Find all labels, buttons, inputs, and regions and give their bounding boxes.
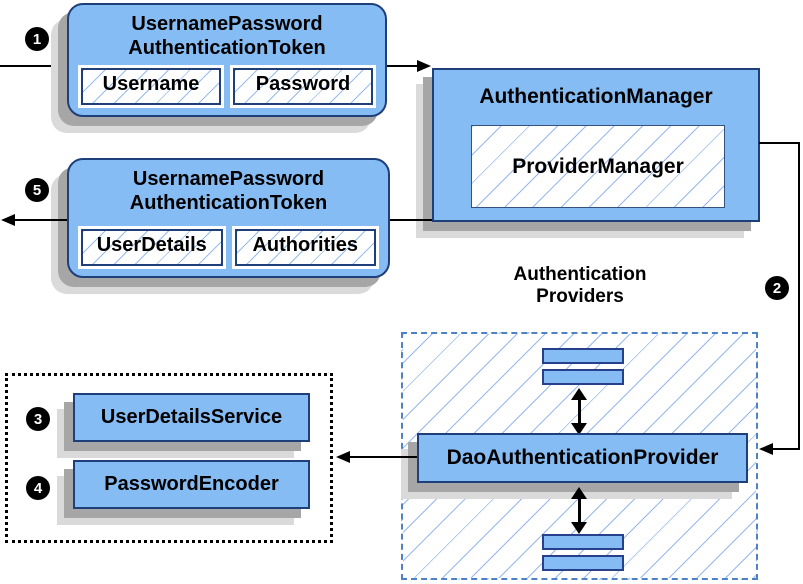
flow-line-token-to-manager — [387, 65, 418, 67]
step-3-badge: 3 — [26, 407, 50, 431]
flow-line-manager-right — [759, 142, 800, 144]
authorities-field-box: Authorities — [234, 229, 376, 266]
provider-stack-top-icon — [542, 369, 624, 385]
response-token-title-line2: AuthenticationToken — [129, 192, 328, 214]
flow-line-right-vertical — [798, 142, 800, 450]
provider-stack-top-icon — [542, 348, 624, 364]
request-token-title-line2: AuthenticationToken — [128, 37, 326, 59]
user-details-service-box: UserDetailsService — [73, 393, 310, 442]
bidirectional-arrow-icon — [566, 388, 592, 435]
authentication-manager-box: AuthenticationManager ProviderManager — [432, 68, 760, 222]
response-token-title: UsernamePassword AuthenticationToken — [81, 167, 376, 215]
provider-stack-bottom-icon — [542, 534, 624, 550]
providers-title-line2: Providers — [536, 286, 624, 307]
step-1-badge: 1 — [25, 27, 49, 51]
response-token-box: UsernamePassword AuthenticationToken Use… — [67, 158, 390, 278]
request-token-title-line1: UsernamePassword — [131, 13, 323, 35]
arrowhead-response-out-icon — [1, 214, 15, 226]
password-encoder-box: PasswordEncoder — [73, 460, 310, 509]
step-5-badge: 5 — [25, 178, 49, 202]
request-token-box: UsernamePassword AuthenticationToken Use… — [67, 3, 387, 117]
flow-line-provider-to-services — [350, 456, 417, 458]
provider-stack-bottom-icon — [542, 555, 624, 571]
dao-authentication-provider-box: DaoAuthenticationProvider — [417, 433, 748, 483]
flow-line-manager-to-response — [390, 219, 432, 221]
providers-title-line1: Authentication — [513, 264, 647, 285]
arrowhead-into-provider-icon — [759, 443, 773, 455]
request-token-title: UsernamePassword AuthenticationToken — [81, 12, 373, 60]
authentication-manager-title: AuthenticationManager — [479, 85, 713, 108]
user-details-field-box: UserDetails — [81, 229, 223, 266]
flow-line-response-out — [14, 219, 67, 221]
password-field-box: Password — [233, 68, 373, 105]
provider-manager-box: ProviderManager — [471, 125, 725, 208]
request-token-fields: Username Password — [81, 68, 373, 105]
step-4-badge: 4 — [26, 476, 50, 500]
step-2-badge: 2 — [765, 276, 789, 300]
username-field-box: Username — [81, 68, 221, 105]
response-token-title-line1: UsernamePassword — [132, 168, 325, 190]
arrowhead-into-manager-icon — [417, 60, 431, 72]
arrowhead-into-services-icon — [336, 451, 350, 463]
flow-line-into-provider — [773, 448, 800, 450]
response-token-fields: UserDetails Authorities — [81, 229, 376, 266]
flow-line-request-in — [0, 65, 67, 67]
bidirectional-arrow-icon — [566, 487, 592, 534]
authentication-providers-title: Authentication Providers — [430, 264, 730, 308]
